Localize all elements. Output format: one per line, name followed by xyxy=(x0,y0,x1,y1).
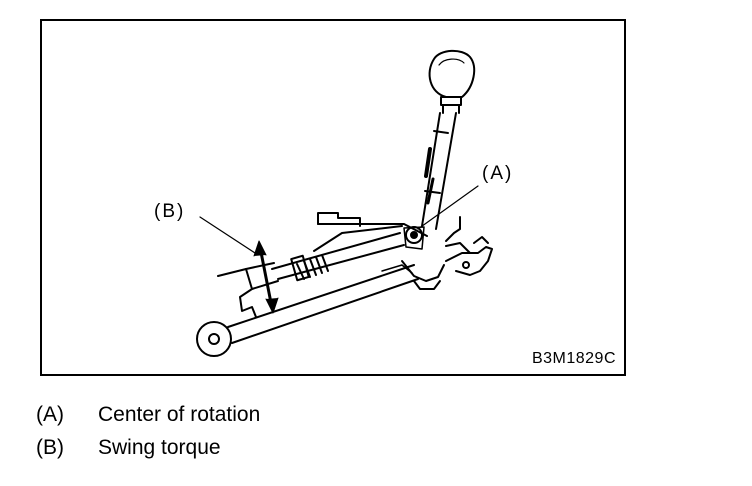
leader-line-b xyxy=(199,216,256,254)
legend-key: (A) xyxy=(36,403,64,426)
extension-rod xyxy=(271,232,405,282)
gearshift-linkage-drawing xyxy=(196,49,493,357)
callout-b: (B) xyxy=(154,201,186,222)
legend: (A) Center of rotation (B) Swing torque xyxy=(36,398,260,464)
legend-text: Swing torque xyxy=(98,436,221,459)
callout-a: (A) xyxy=(482,163,514,184)
shift-lever xyxy=(421,112,457,230)
leader-line-a xyxy=(417,185,479,230)
legend-item: (A) Center of rotation xyxy=(36,398,260,431)
shift-knob xyxy=(428,49,476,114)
legend-item: (B) Swing torque xyxy=(36,431,260,464)
diagram-frame: (A) (B) B3M1829C xyxy=(40,19,626,376)
support-rod xyxy=(196,264,419,357)
yoke xyxy=(217,262,279,318)
legend-text: Center of rotation xyxy=(98,403,261,426)
pivot-joint xyxy=(403,226,425,250)
figure-code: B3M1829C xyxy=(531,350,616,367)
legend-key: (B) xyxy=(36,436,64,459)
end-bracket xyxy=(445,236,493,276)
swing-arrow xyxy=(253,240,279,314)
